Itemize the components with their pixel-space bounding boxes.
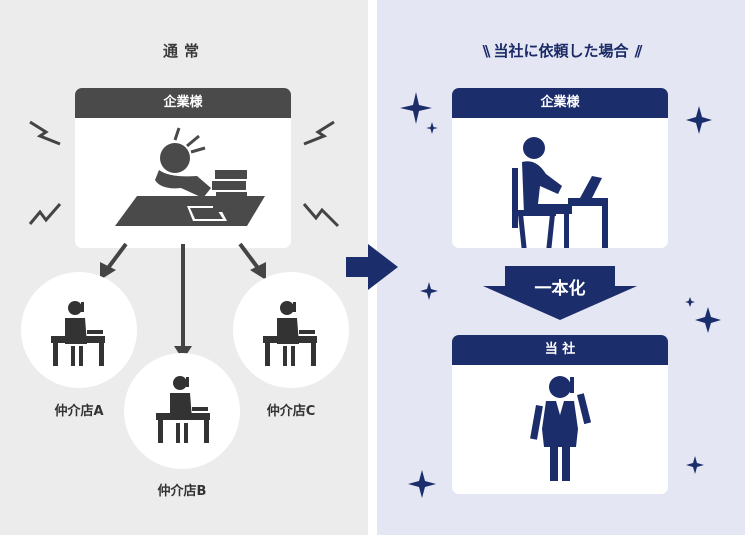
stressed-worker-icon <box>115 127 265 226</box>
our-company-card-header: 当 社 <box>452 335 668 365</box>
sparkle-icon-7 <box>408 470 436 498</box>
agency-b-worker-icon <box>156 376 210 443</box>
lightning-icon-top-right <box>303 120 335 146</box>
sparkle-icon-8 <box>686 456 704 474</box>
agency-c-label: 仲介店C <box>266 404 316 419</box>
sparkle-icon-2 <box>426 122 438 134</box>
company-card-header-right: 企業様 <box>452 88 668 118</box>
lightning-icon-bottom-left <box>28 203 62 225</box>
agency-b-circle <box>124 353 240 469</box>
sparkle-icon-3 <box>686 106 712 134</box>
agency-a-circle <box>21 272 137 388</box>
agency-a-worker-icon <box>51 301 105 366</box>
slash-decoration-left: \\ <box>482 42 491 60</box>
businessman-on-phone-icon <box>530 376 592 481</box>
arrow-to-agency-a <box>106 242 128 270</box>
normal-case-title: 通常 <box>162 42 205 60</box>
slash-decoration-right: // <box>634 42 643 60</box>
our-company-case-title-wrap: \\当社に依頼した場合 // <box>377 40 745 61</box>
unify-label: 一本化 <box>534 279 586 299</box>
sparkle-icon-5 <box>685 297 695 307</box>
agency-c-worker-icon <box>263 301 317 366</box>
company-to-agency-arrows <box>100 242 266 360</box>
lightning-icon-bottom-right <box>302 203 340 228</box>
lightning-icon-top-left <box>29 120 61 146</box>
agency-b-label: 仲介店B <box>157 484 207 499</box>
company-card-header: 企業様 <box>75 88 291 118</box>
company-card-relaxed: 企業様 <box>452 88 668 248</box>
agency-a-label: 仲介店A <box>54 404 104 419</box>
sparkle-icon-4 <box>420 282 438 300</box>
arrow-to-agency-c <box>238 242 260 270</box>
our-company-card: 当 社 <box>452 335 668 494</box>
sparkle-icon-6 <box>695 307 721 333</box>
agency-c-circle <box>233 272 349 388</box>
sparkle-icon-1 <box>400 92 432 124</box>
our-company-case-title: 当社に依頼した場合 <box>493 42 629 60</box>
unify-banner-arrow <box>483 266 637 320</box>
company-card-stressed: 企業様 <box>75 88 291 248</box>
transition-arrow-icon <box>346 244 398 290</box>
working-at-desk-icon <box>512 137 608 248</box>
